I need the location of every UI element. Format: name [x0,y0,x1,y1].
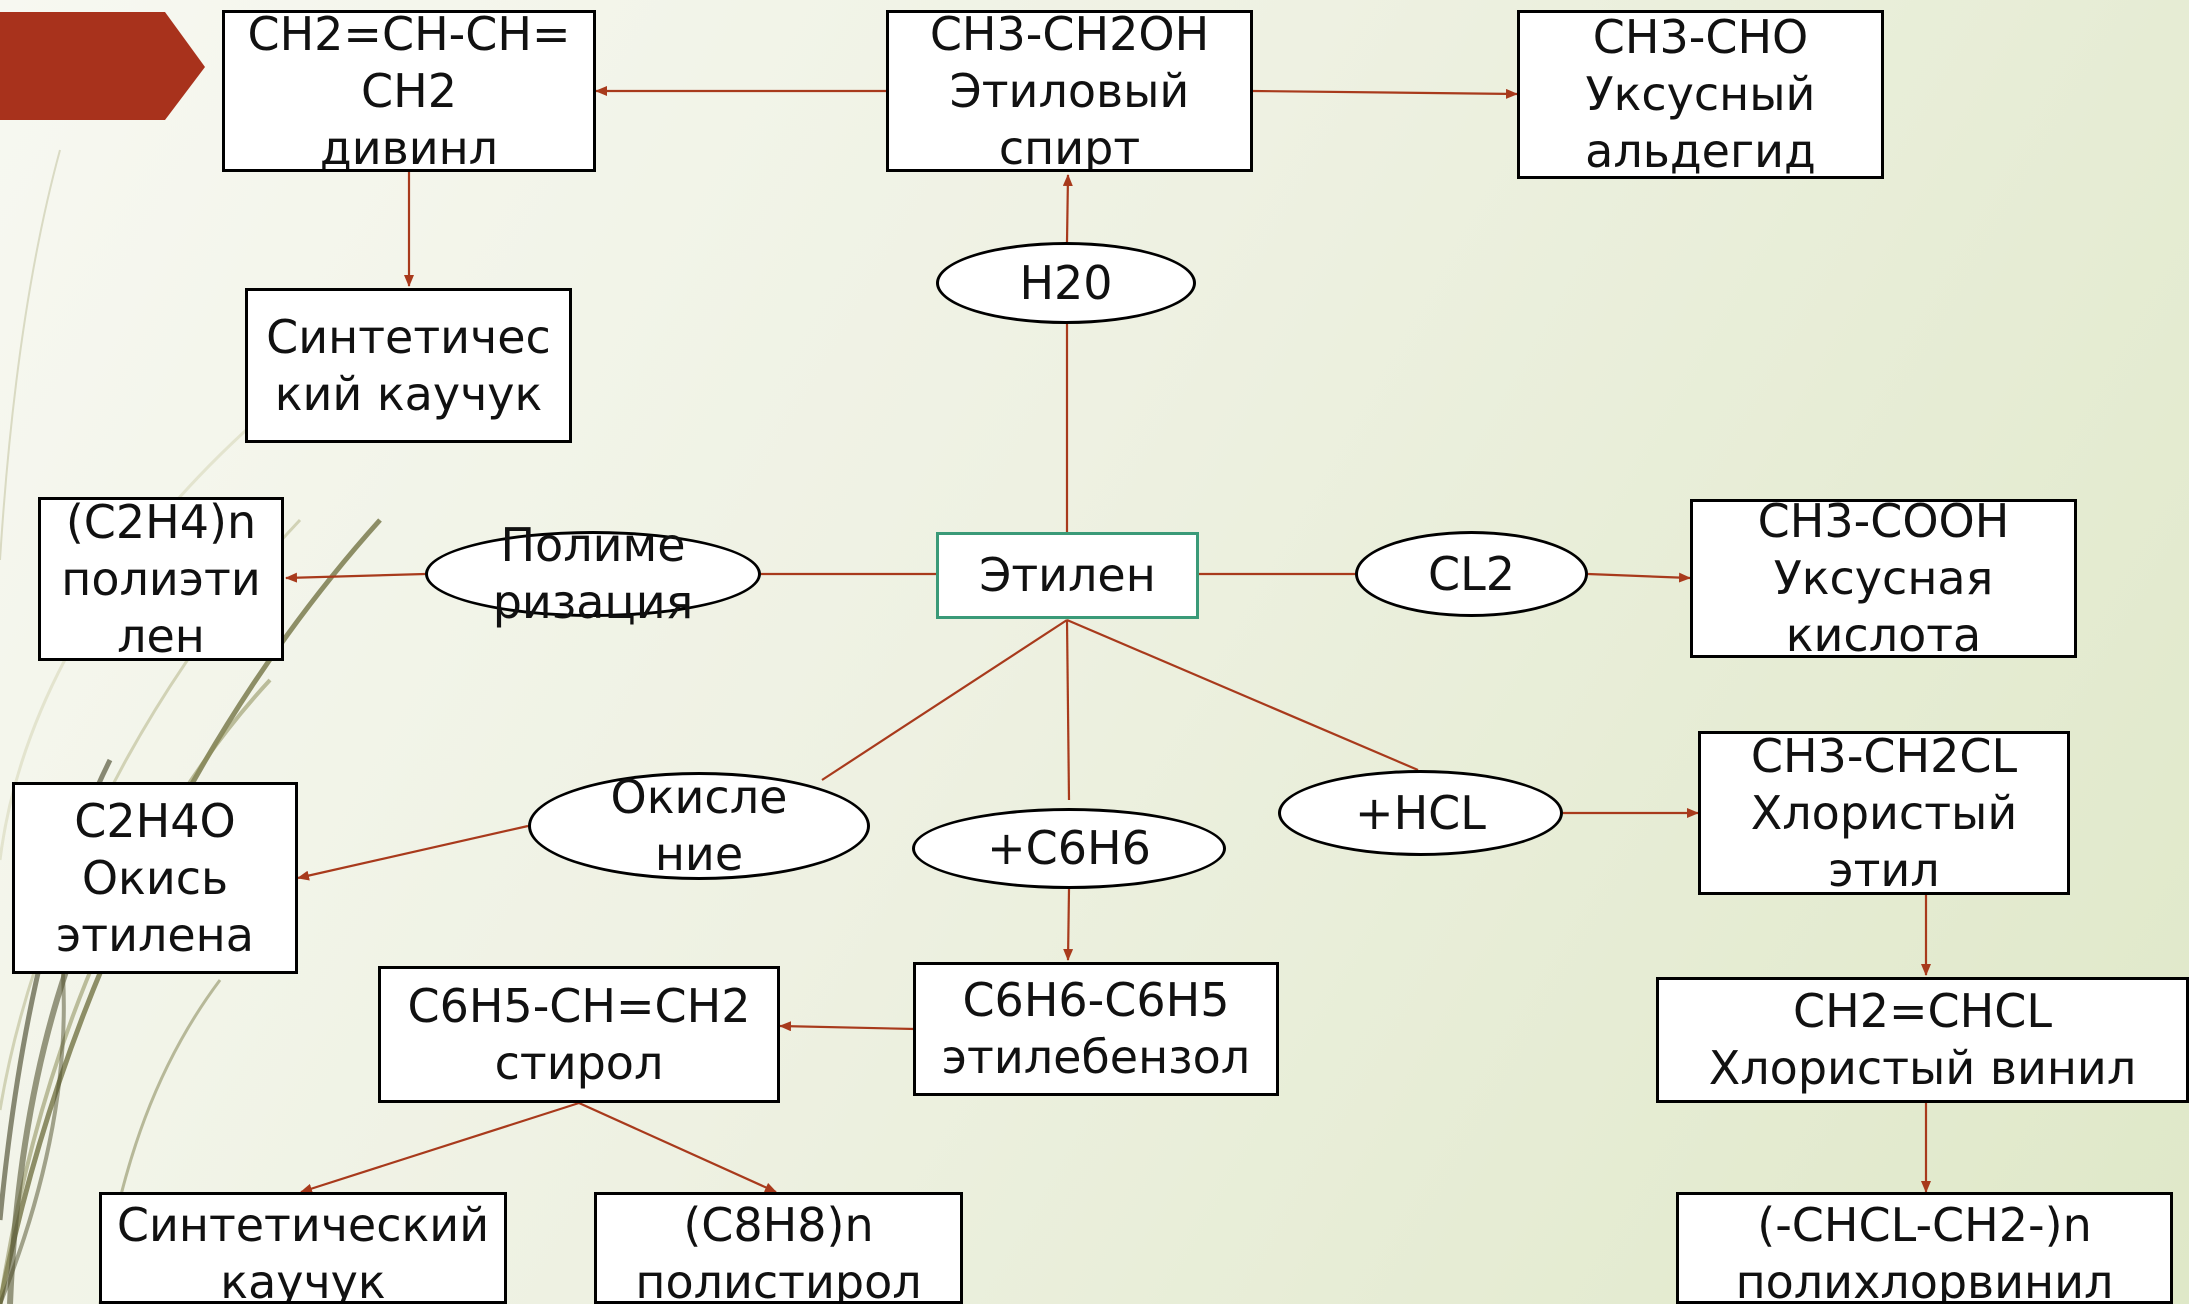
node-vinyl-chloride: CH2=CHCL Хлористый винил [1656,977,2189,1103]
node-acetic-acid: CH3-COOH Уксусная кислота [1690,499,2077,658]
node-ethanol: CH3-CH2OH Этиловый спирт [886,10,1253,172]
reagent-chlorine: CL2 [1355,531,1588,617]
reagent-hydrogen-chloride: +HCL [1278,770,1563,856]
node-styrene: C6H5-CH=CH2 стирол [378,966,780,1103]
reagent-benzene: +C6H6 [912,808,1226,889]
node-polystyrene: (C8H8)n полистирол [594,1192,963,1304]
node-acetaldehyde: CH3-CHO Уксусный альдегид [1517,10,1884,179]
node-synthetic-rubber-bottom: Синтетический каучук [99,1192,507,1304]
reagent-water: H20 [936,242,1196,324]
node-polyethylene: (C2H4)n полиэти лен [38,497,284,661]
node-ethylbenzene: C6H6-C6H5 этилебензол [913,962,1279,1096]
node-divinyl: CH2=CH-CH= CH2 дивинл [222,10,596,172]
node-ethylene-oxide: C2H4O Окись этилена [12,782,298,974]
accent-tab-shape [0,12,205,120]
node-ethylene: Этилен [936,532,1199,619]
reagent-oxidation: Окисле ние [528,770,870,881]
node-polyvinyl-chloride: (-CHCL-CH2-)n полихлорвинил [1676,1192,2173,1304]
reagent-polymerization: Полиме ризация [425,518,761,629]
node-synthetic-rubber-top: Синтетичес кий каучук [245,288,572,443]
node-ethyl-chloride: CH3-CH2CL Хлористый этил [1698,731,2070,895]
